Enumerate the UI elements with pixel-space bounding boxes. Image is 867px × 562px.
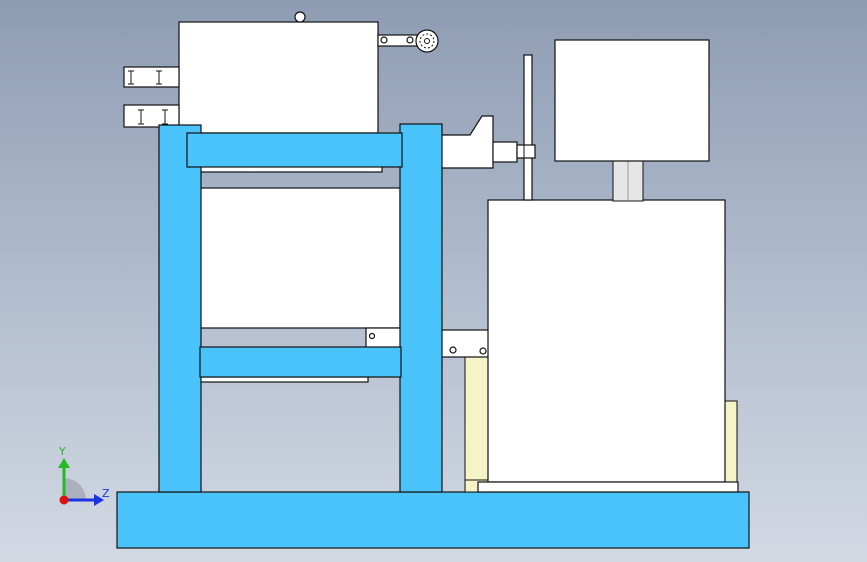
upper-housing (178, 21, 379, 134)
frame-right-leg (399, 123, 443, 493)
shaft-collar (492, 141, 518, 163)
middle-panel (199, 187, 401, 329)
origin-point (59, 495, 69, 505)
shaft-bracket (440, 115, 494, 169)
y-axis-arrow (58, 458, 70, 468)
top-knob (294, 11, 306, 23)
y-axis-label: Y (58, 445, 66, 458)
vertical-plate (523, 54, 533, 201)
clamp-upper (123, 66, 180, 88)
housing-base-strip (477, 481, 739, 493)
frame-left-leg (158, 124, 202, 493)
motor-box (554, 39, 710, 162)
side-strip (724, 400, 738, 493)
z-axis-label: Z (102, 487, 110, 500)
support-column (464, 356, 490, 493)
coordinate-triad: Y Z (58, 445, 110, 506)
z-axis-arrow (94, 494, 104, 506)
base-plate (116, 491, 750, 549)
right-housing (487, 199, 726, 483)
frame-upper-crossbar (186, 132, 403, 168)
clamp-lower (123, 104, 180, 128)
lower-rail (199, 376, 369, 383)
frame-lower-crossbar (199, 346, 402, 378)
shaft (516, 144, 536, 159)
